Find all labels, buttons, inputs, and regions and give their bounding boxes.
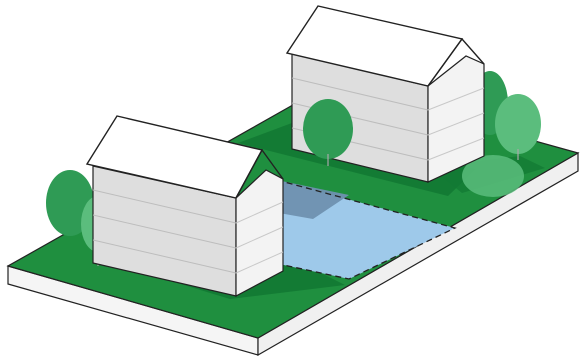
house-left-siding-3	[92, 239, 237, 274]
house-right-gable-wall	[427, 55, 485, 183]
house-right-siding-4	[427, 87, 485, 111]
vacant-lot	[276, 179, 457, 280]
vacant-lot-shade	[277, 180, 349, 219]
tree-center-foliage	[303, 99, 353, 159]
house-left-siding-6	[235, 251, 284, 274]
house-left-siding-4	[235, 201, 284, 224]
tree-right-foliage-front	[495, 94, 541, 154]
vacant-lot-outline	[276, 179, 457, 280]
tree-right-shadow	[462, 155, 524, 197]
house-right	[285, 5, 485, 183]
tree-center	[303, 99, 353, 166]
house-left-siding-2	[92, 214, 237, 249]
house-right-siding-5	[427, 112, 485, 136]
house-right-siding-1	[291, 77, 429, 111]
house-right-gable-edge	[427, 37, 485, 87]
house-right-siding-6	[427, 137, 485, 161]
house-left-siding-1	[92, 189, 237, 224]
house-left-gable-wall	[235, 169, 284, 297]
house-left-siding-5	[235, 226, 284, 249]
house-left-gable-edge	[235, 148, 284, 199]
house-left	[85, 115, 284, 297]
